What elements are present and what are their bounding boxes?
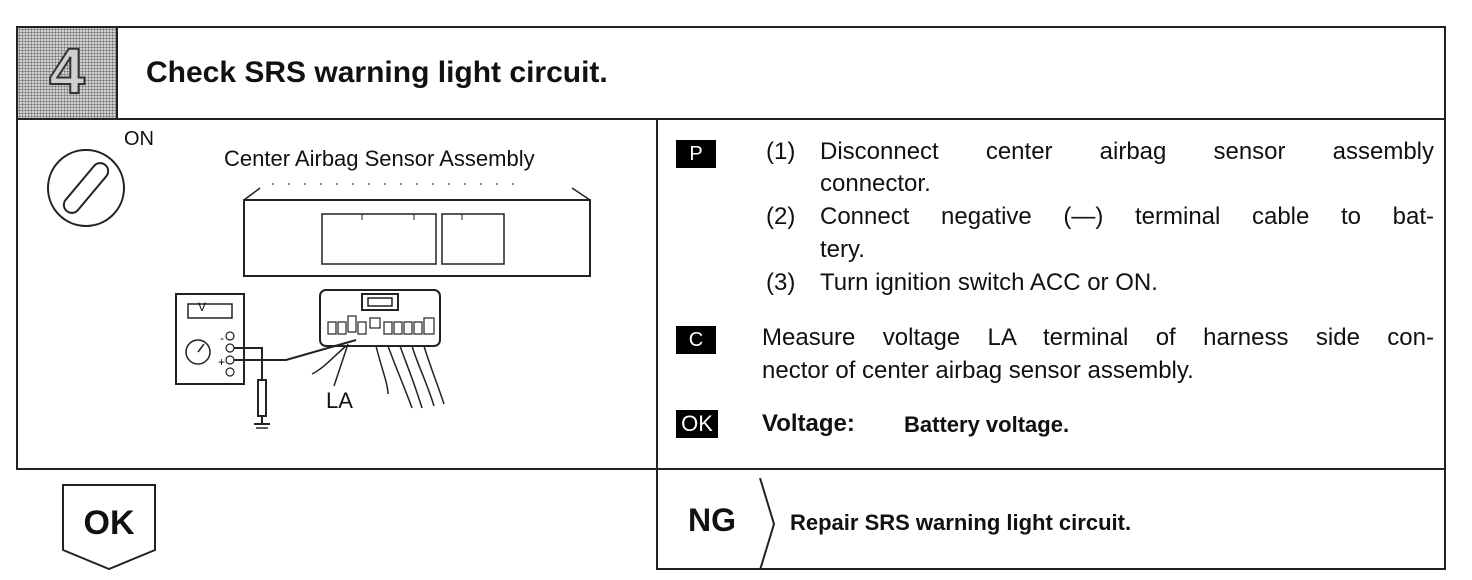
harness-connector xyxy=(319,289,441,347)
svg-text:-: - xyxy=(220,331,224,345)
step-3-text: Turn ignition switch ACC or ON. xyxy=(820,269,1158,296)
divider-line xyxy=(656,568,1446,570)
assembly-label: Center Airbag Sensor Assembly xyxy=(224,146,535,171)
ng-action-text: Repair SRS warning light circuit. xyxy=(790,510,1132,535)
svg-text:+: + xyxy=(218,355,225,369)
step-3-number: (3) xyxy=(766,269,796,296)
ng-arrow-icon xyxy=(759,478,776,570)
ng-result-label: NG xyxy=(688,502,736,538)
column-divider xyxy=(656,118,658,570)
step-2-text-cont: tery. xyxy=(820,236,865,263)
divider-line xyxy=(1444,470,1446,570)
step-1-text: Disconnect center airbag sensor assembly xyxy=(820,138,1434,165)
check-text: Measure voltage LA terminal of harness s… xyxy=(762,324,1434,351)
wiring-diagram: - + xyxy=(47,149,591,429)
page-title: Check SRS warning light circuit. xyxy=(146,56,608,89)
procedure-panel xyxy=(16,118,1446,470)
step-2-text: Connect negative (—) terminal cable to b… xyxy=(820,203,1434,230)
check-text-cont: nector of center airbag sensor assembly. xyxy=(762,357,1194,384)
harness-wires xyxy=(311,345,445,409)
step-1-text-cont: connector. xyxy=(820,170,931,197)
step-header: 4 Check SRS warning light circuit. xyxy=(16,26,1446,118)
la-pointer xyxy=(333,343,349,387)
prepare-tag: P xyxy=(676,140,716,168)
spec-value: Battery voltage. xyxy=(904,412,1070,437)
terminal-label: LA xyxy=(326,388,353,413)
ignition-state-label: ON xyxy=(124,128,154,150)
meter-label: V xyxy=(198,300,207,314)
check-tag: C xyxy=(676,326,716,354)
probe-leads xyxy=(234,339,357,429)
step-1-number: (1) xyxy=(766,138,796,165)
step-number: 4 xyxy=(48,34,86,108)
voltmeter-icon: - + xyxy=(175,293,245,385)
airbag-sensor-assembly xyxy=(243,183,591,277)
spec-label: Voltage: xyxy=(762,410,855,437)
ok-result-box xyxy=(62,484,156,570)
step-2-number: (2) xyxy=(766,203,796,230)
ignition-switch-icon xyxy=(47,149,125,227)
ok-result-label: OK xyxy=(83,504,135,542)
step-number-box xyxy=(18,28,118,118)
ok-tag: OK xyxy=(676,410,718,438)
